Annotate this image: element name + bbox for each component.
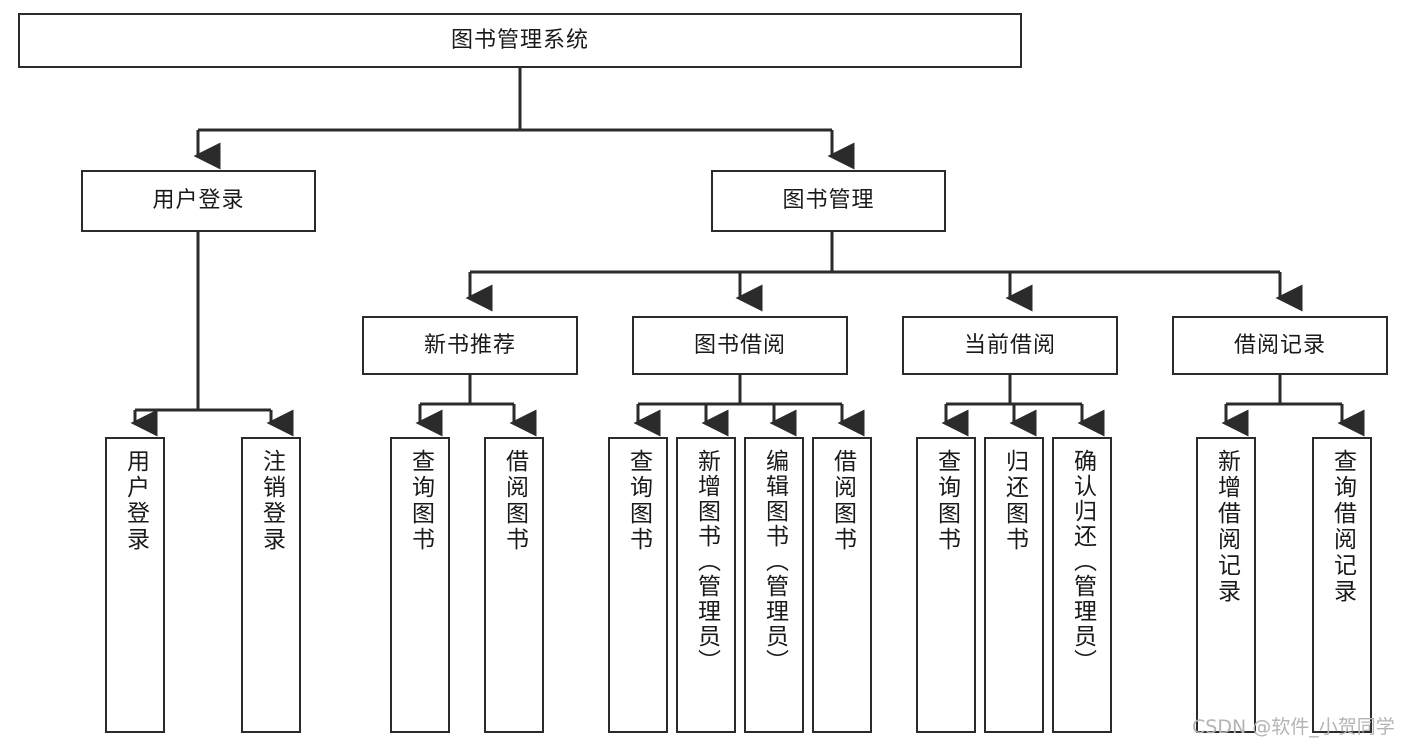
leaf-book-borrow-borrow[interactable]: 借阅图书	[812, 437, 872, 733]
node-label: 新增借阅记录	[1213, 449, 1240, 605]
node-label: 借阅记录	[1233, 332, 1326, 358]
node-root-system[interactable]: 图书管理系统	[18, 13, 1022, 68]
leaf-book-borrow-edit[interactable]: 编辑图书（管理员）	[744, 437, 804, 733]
leaf-current-borrow-confirm-return[interactable]: 确认归还（管理员）	[1052, 437, 1112, 733]
node-label: 注销登录	[258, 449, 285, 553]
node-label: 图书管理系统	[450, 27, 589, 53]
node-label: 确认归还（管理员）	[1069, 449, 1096, 674]
leaf-user-login-login[interactable]: 用户登录	[105, 437, 165, 733]
node-label: 查询图书	[625, 449, 652, 553]
node-label: 图书管理	[782, 188, 875, 214]
node-label: 借阅图书	[501, 449, 528, 553]
node-book-management[interactable]: 图书管理	[711, 170, 946, 232]
node-label: 借阅图书	[829, 449, 856, 553]
leaf-book-borrow-query[interactable]: 查询图书	[608, 437, 668, 733]
leaf-book-borrow-add[interactable]: 新增图书（管理员）	[676, 437, 736, 733]
node-label: 查询图书	[933, 449, 960, 553]
node-label: 新增图书（管理员）	[693, 449, 720, 674]
node-label: 编辑图书（管理员）	[761, 449, 788, 674]
leaf-new-book-borrow[interactable]: 借阅图书	[484, 437, 544, 733]
leaf-borrow-record-query[interactable]: 查询借阅记录	[1312, 437, 1372, 733]
node-label: 查询图书	[407, 449, 434, 553]
node-label: 当前借阅	[963, 332, 1056, 358]
node-user-login[interactable]: 用户登录	[81, 170, 316, 232]
node-borrow-record[interactable]: 借阅记录	[1172, 316, 1388, 375]
node-label: 用户登录	[152, 188, 245, 214]
leaf-user-login-logout[interactable]: 注销登录	[241, 437, 301, 733]
leaf-new-book-query[interactable]: 查询图书	[390, 437, 450, 733]
node-label: 查询借阅记录	[1329, 449, 1356, 605]
node-book-borrow[interactable]: 图书借阅	[632, 316, 848, 375]
node-label: 新书推荐	[423, 332, 516, 358]
node-label: 用户登录	[122, 449, 149, 553]
node-label: 图书借阅	[693, 332, 786, 358]
node-label: 归还图书	[1001, 449, 1028, 553]
leaf-current-borrow-query[interactable]: 查询图书	[916, 437, 976, 733]
node-current-borrow[interactable]: 当前借阅	[902, 316, 1118, 375]
leaf-borrow-record-add[interactable]: 新增借阅记录	[1196, 437, 1256, 733]
node-new-book-recommend[interactable]: 新书推荐	[362, 316, 578, 375]
leaf-current-borrow-return[interactable]: 归还图书	[984, 437, 1044, 733]
